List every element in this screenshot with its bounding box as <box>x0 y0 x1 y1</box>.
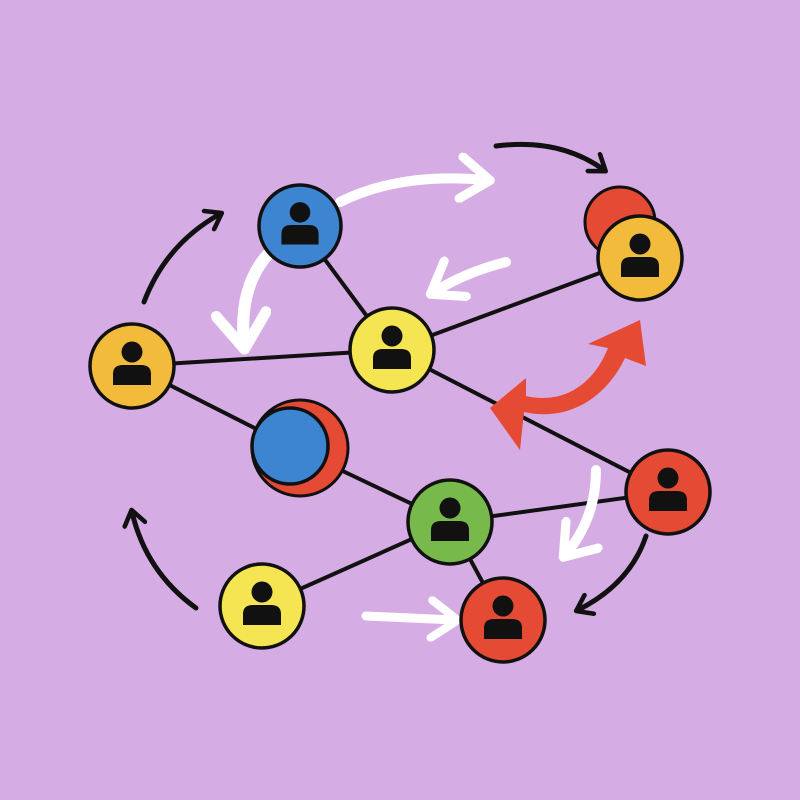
arrow-white-right-down <box>566 465 596 554</box>
arrow-white-bottom <box>361 616 454 620</box>
arrow-black-top <box>493 141 604 170</box>
node-circle <box>250 406 330 486</box>
network-edges <box>130 224 670 622</box>
edge-n-yellow-center-to-n-orange-topright <box>390 256 642 352</box>
user-node-red-bottom <box>459 576 547 664</box>
arrow-white-right-small <box>434 262 511 292</box>
user-node-blue-partial <box>250 398 350 498</box>
edge-n-yellow-center-to-n-red-right <box>390 348 670 494</box>
arrow-black-upper-left <box>141 214 220 305</box>
arrow-red-double <box>490 320 646 450</box>
user-node-orange-topright <box>583 185 684 302</box>
user-node-yellow-bottom <box>218 562 306 650</box>
user-node-red-right <box>624 448 712 536</box>
user-node-blue-top <box>257 183 343 269</box>
person-icon <box>649 467 687 511</box>
arrow-white-top <box>335 178 486 207</box>
arrow-white-left-down <box>243 242 280 344</box>
user-node-orange-left <box>88 322 176 410</box>
person-icon <box>281 202 319 245</box>
person-icon <box>373 325 411 369</box>
user-node-green <box>406 478 494 566</box>
network-nodes <box>88 183 712 664</box>
user-node-yellow-center <box>348 306 436 394</box>
flow-arrows <box>132 141 649 620</box>
person-icon <box>621 233 659 277</box>
person-icon <box>484 595 522 639</box>
person-icon <box>113 341 151 385</box>
arrow-black-lower-left <box>132 512 199 611</box>
arrow-black-right-down <box>578 533 649 610</box>
person-icon <box>431 497 469 541</box>
person-icon <box>243 581 281 625</box>
